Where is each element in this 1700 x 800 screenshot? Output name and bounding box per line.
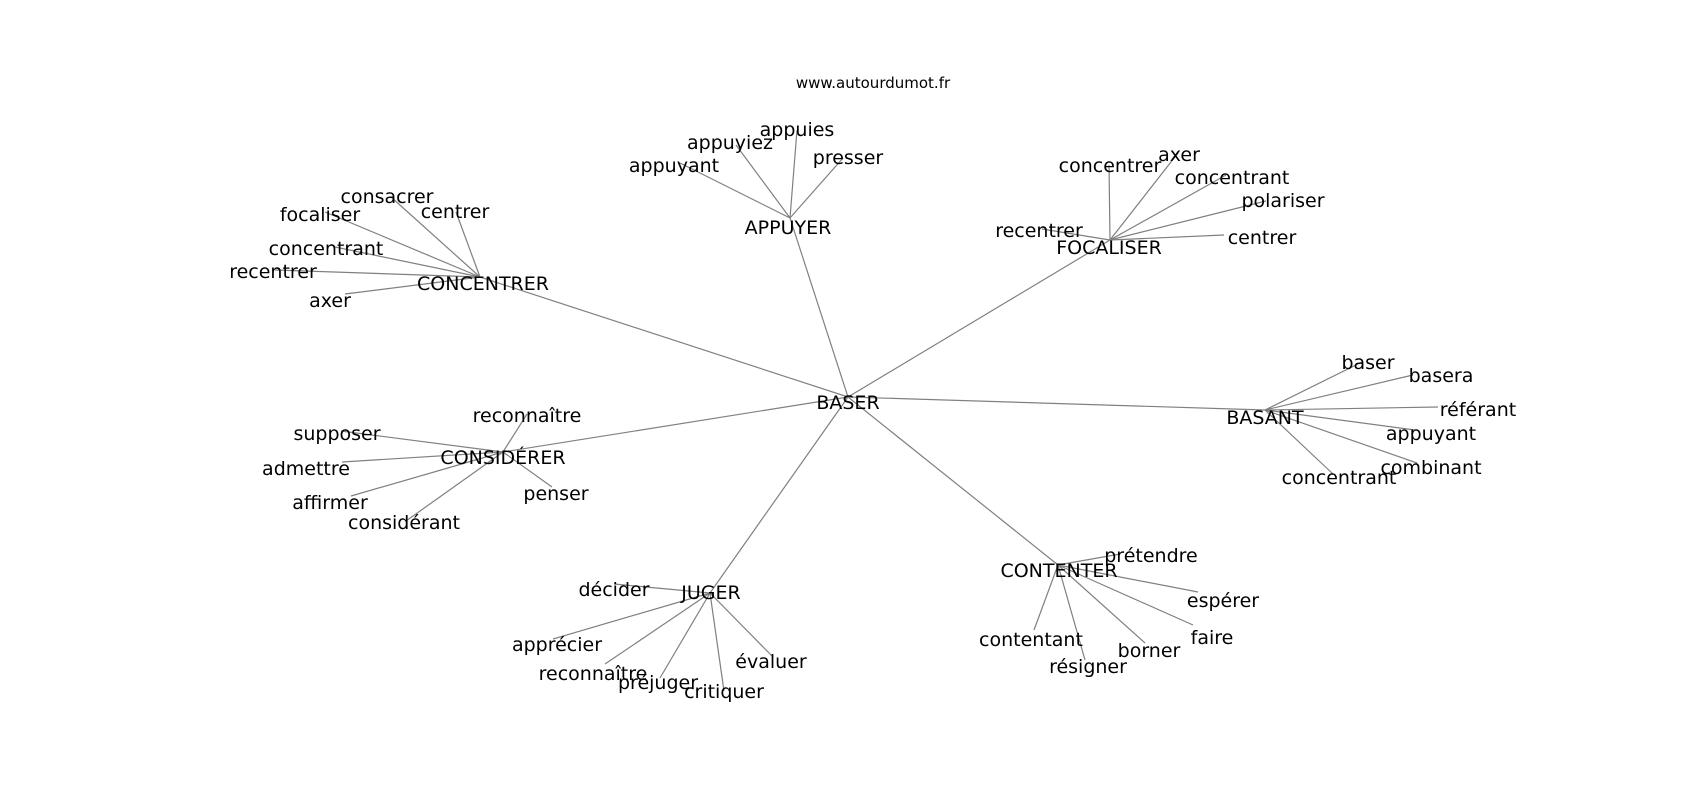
group-node: BASANT <box>1226 407 1304 429</box>
synonym-node: presser <box>813 147 884 169</box>
synonym-node: concentrer <box>1059 155 1162 177</box>
synonym-node: considérant <box>348 512 460 534</box>
edge-root-to-group <box>847 239 1111 398</box>
group-node: FOCALISER <box>1056 237 1162 259</box>
synonym-node: apprécier <box>512 634 602 656</box>
edge-group-to-synonym <box>1109 200 1267 241</box>
edge-group-to-synonym <box>1264 409 1416 431</box>
synonym-node: appuyant <box>1386 423 1476 445</box>
edge-root-to-group <box>502 396 849 453</box>
synonym-node: centrer <box>1228 227 1297 249</box>
edge-group-to-synonym <box>1057 564 1086 661</box>
edge-group-to-synonym <box>679 162 791 219</box>
edge-group-to-synonym <box>1108 164 1111 241</box>
edge-group-to-synonym <box>502 413 528 453</box>
edge-group-to-synonym <box>1057 564 1199 593</box>
edge-group-to-synonym <box>1264 361 1363 411</box>
synonym-node: affirmer <box>292 492 368 514</box>
edge-group-to-synonym <box>709 592 774 658</box>
edge-group-to-synonym <box>1041 228 1111 241</box>
synonym-node: appuyant <box>629 155 719 177</box>
synonym-node: consacrer <box>341 186 434 208</box>
edge-group-to-synonym <box>1264 409 1418 464</box>
synonym-node: préjuger <box>618 672 698 694</box>
synonym-node: focaliser <box>280 204 361 226</box>
synonym-node: basera <box>1409 365 1474 387</box>
synonym-node: admettre <box>262 458 350 480</box>
group-node: CONTENTER <box>1000 560 1117 582</box>
synonym-node: recentrer <box>995 220 1083 242</box>
edge-group-to-synonym <box>502 451 553 488</box>
synonym-node: supposer <box>293 423 380 445</box>
edge-group-to-synonym <box>709 592 725 692</box>
edge-group-to-synonym <box>1057 553 1121 566</box>
synonym-node: centrer <box>421 201 490 223</box>
synonym-node: concentrant <box>1175 167 1290 189</box>
synonym-node: concentrant <box>1282 467 1397 489</box>
synonym-node: axer <box>1158 144 1200 166</box>
edge-group-to-synonym <box>552 592 711 640</box>
synonym-node: appuies <box>760 119 835 141</box>
group-node: APPUYER <box>745 217 832 239</box>
credit-text: www.autourdumot.fr <box>796 74 951 92</box>
edge-root-to-group <box>709 396 849 594</box>
root-node: BASER <box>816 392 879 414</box>
synonym-node: faire <box>1191 627 1234 649</box>
edge-root-to-group <box>479 276 849 398</box>
synonym-node: polariser <box>1241 190 1324 212</box>
synonym-node: combinant <box>1380 457 1481 479</box>
synonym-node: reconnaître <box>473 405 582 427</box>
synonym-node: évaluer <box>735 651 807 673</box>
edge-root-to-group <box>847 396 1059 566</box>
edges-layer <box>274 129 1439 692</box>
edge-group-to-synonym <box>1033 564 1059 631</box>
edge-group-to-synonym <box>1057 564 1146 644</box>
synonym-node: recentrer <box>229 261 317 283</box>
edge-group-to-synonym <box>1264 409 1334 475</box>
synonym-node: critiquer <box>684 681 764 703</box>
synonym-node: axer <box>309 290 351 312</box>
edge-group-to-synonym <box>1109 234 1225 241</box>
edge-group-to-synonym <box>340 430 504 453</box>
edge-group-to-synonym <box>1109 174 1227 241</box>
synonym-node: résigner <box>1049 656 1127 678</box>
edge-group-to-synonym <box>604 592 711 665</box>
edge-group-to-synonym <box>789 129 798 219</box>
edge-group-to-synonym <box>1057 564 1194 626</box>
synonym-node: référant <box>1440 399 1516 421</box>
edge-group-to-synonym <box>350 451 504 497</box>
edge-group-to-synonym <box>1109 152 1179 241</box>
edge-group-to-synonym <box>455 211 481 278</box>
edge-group-to-synonym <box>789 157 844 219</box>
edge-group-to-synonym <box>613 583 711 594</box>
edge-group-to-synonym <box>735 144 791 219</box>
edge-group-to-synonym <box>274 269 481 278</box>
group-node: JUGER <box>680 582 740 604</box>
synonym-node: concentrant <box>269 238 384 260</box>
group-node: CONSIDÉRER <box>440 446 565 469</box>
group-node: CONCENTRER <box>417 273 549 295</box>
edge-group-to-synonym <box>1264 374 1414 411</box>
synonym-node: penser <box>523 483 588 505</box>
edge-group-to-synonym <box>390 196 481 278</box>
synonym-node: appuyiez <box>687 132 773 154</box>
synonym-node: reconnaître <box>539 663 648 685</box>
edge-group-to-synonym <box>324 211 481 278</box>
synonym-node: baser <box>1341 352 1394 374</box>
synonym-node: prétendre <box>1104 545 1197 567</box>
synonym-node: contentant <box>979 629 1083 651</box>
edge-group-to-synonym <box>341 451 504 463</box>
synonym-node: décider <box>578 579 649 601</box>
edge-root-to-group <box>789 217 849 398</box>
edge-group-to-synonym <box>405 451 504 522</box>
edge-group-to-synonym <box>334 246 481 278</box>
edge-group-to-synonym <box>659 592 711 679</box>
edge-group-to-synonym <box>1264 406 1439 411</box>
edge-group-to-synonym <box>344 276 481 295</box>
edge-root-to-group <box>847 396 1266 411</box>
synonym-node: borner <box>1118 640 1181 662</box>
synonym-node: espérer <box>1187 590 1259 612</box>
